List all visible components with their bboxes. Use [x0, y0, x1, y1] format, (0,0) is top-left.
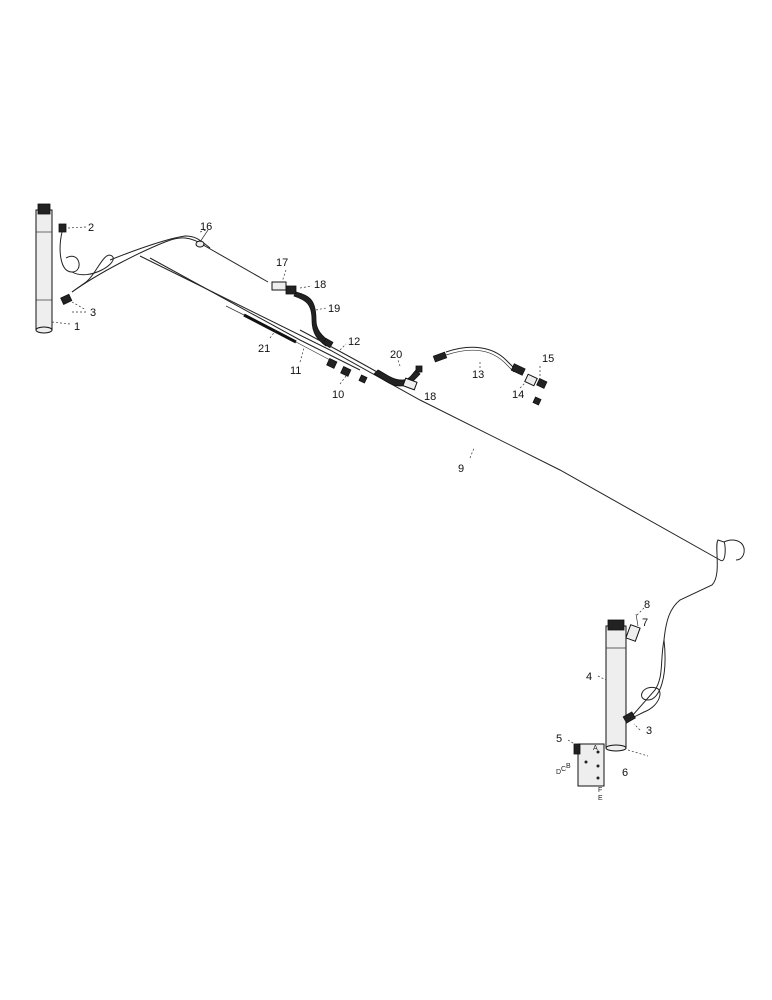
callout-12: 12: [348, 336, 360, 348]
pin-7: [625, 624, 641, 642]
callout-3-right: 3: [646, 725, 652, 737]
callout-14: 14: [512, 389, 524, 401]
hose-19: [293, 291, 331, 347]
callout-13: 13: [472, 369, 484, 381]
hose-coil-right: [631, 639, 666, 719]
long-tube-9: [139, 255, 726, 717]
callout-15: 15: [542, 353, 554, 365]
port-d-label: D: [556, 769, 561, 776]
upper-tube-16b: [109, 235, 211, 261]
callout-16: 16: [200, 221, 212, 233]
fitting-15: [536, 378, 548, 389]
callout-1: 1: [74, 321, 80, 333]
fitting-10b: [358, 374, 368, 384]
hose-13: [432, 346, 526, 376]
port-b-label: B: [566, 763, 571, 770]
tube-12: [299, 329, 385, 377]
callout-21: 21: [258, 343, 270, 355]
long-tube-11: [149, 257, 361, 371]
port-e-label: E: [598, 795, 603, 802]
threaded-rod-21: [225, 305, 331, 361]
upper-tube-16: [71, 237, 269, 293]
hose-coil-left: [59, 231, 114, 293]
cylinder-right: [605, 619, 627, 752]
callout-5: 5: [556, 733, 562, 745]
valve-block: A B C D E F: [556, 743, 605, 802]
fitting-14b: [532, 396, 542, 406]
fitting-2: [58, 223, 87, 233]
callout-17: 17: [276, 257, 288, 269]
fitting-17: [271, 281, 297, 295]
fitting-18b: [402, 377, 418, 391]
callout-11: 11: [290, 365, 301, 377]
callout-6: 6: [622, 767, 628, 779]
callout-2: 2: [88, 222, 94, 234]
callout-7: 7: [642, 617, 648, 629]
callout-18-upper: 18: [314, 279, 326, 291]
tube-clip: [195, 240, 205, 248]
callout-10: 10: [332, 389, 344, 401]
callout-3-left: 3: [90, 307, 96, 319]
fitting-14: [524, 373, 538, 387]
fitting-3-left: [60, 293, 87, 311]
fitting-3-right: [622, 711, 636, 724]
callout-19: 19: [328, 303, 340, 315]
port-f-label: F: [598, 787, 602, 794]
callout-4: 4: [586, 671, 592, 683]
fitting-10: [340, 366, 352, 377]
callout-8: 8: [644, 599, 650, 611]
cylinder-left: [35, 203, 53, 334]
port-a-label: A: [593, 745, 598, 752]
callout-20: 20: [390, 349, 402, 361]
port-c-label: C: [561, 766, 566, 773]
leader-lines: [51, 229, 645, 747]
callouts: 1 2 3 3 4 5 6 7 8 9 10 11 12 13 14 15 16…: [74, 221, 652, 779]
callout-18-lower: 18: [424, 391, 436, 403]
callout-9: 9: [458, 463, 464, 475]
fitting-11: [326, 358, 338, 369]
